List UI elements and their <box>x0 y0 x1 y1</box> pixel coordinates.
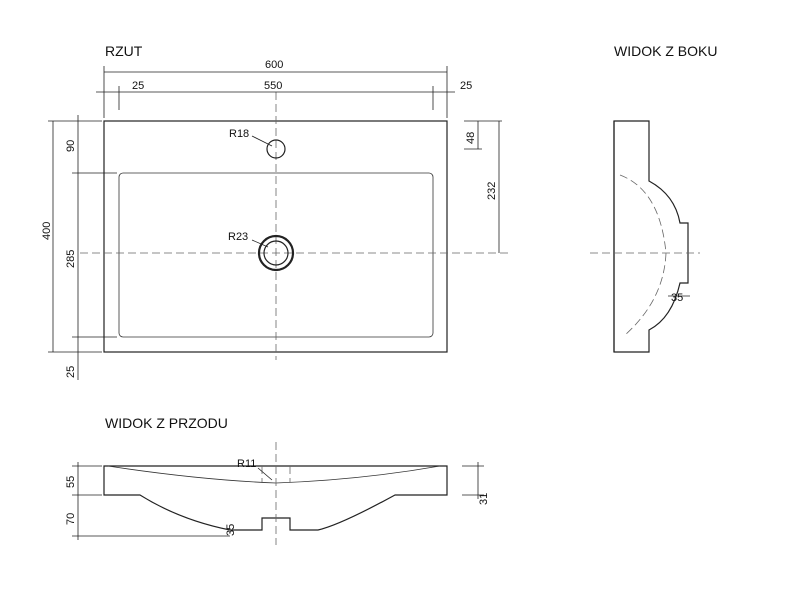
front-tap-hidden <box>261 466 291 482</box>
front-dim-55: 55 <box>65 476 77 488</box>
side-drain-dim: 35 <box>671 292 683 304</box>
dim-600: 600 <box>265 59 283 71</box>
front-tap-leader <box>257 467 273 481</box>
side-bowl-hidden <box>619 174 667 336</box>
drain-outer <box>257 234 295 272</box>
front-dim-70: 70 <box>65 513 77 525</box>
tap-radius-leader <box>251 135 273 147</box>
front-dim-35: 35 <box>225 524 237 536</box>
dim-232: 232 <box>486 182 498 200</box>
front-view-title: WIDOK Z PRZODU <box>105 415 228 431</box>
dim-400: 400 <box>41 222 53 240</box>
dim-90: 90 <box>65 140 77 152</box>
front-dim-31: 31 <box>478 493 490 505</box>
dim-285: 285 <box>65 250 77 268</box>
front-tap-radius: R11 <box>237 458 256 470</box>
tap-hole <box>266 139 286 159</box>
drain-inner <box>263 240 289 266</box>
dim-25-right: 25 <box>460 80 472 92</box>
drain-radius-label: R23 <box>228 231 248 243</box>
side-outline <box>613 120 689 353</box>
dim-25-left: 25 <box>132 80 144 92</box>
dim-550: 550 <box>264 80 282 92</box>
tap-radius-label: R18 <box>229 128 249 140</box>
drain-radius-leader <box>251 239 269 248</box>
top-view-title: RZUT <box>105 43 143 59</box>
dim-25-front: 25 <box>65 366 77 378</box>
top-outline <box>103 120 448 353</box>
front-outline <box>103 465 448 531</box>
dim-48: 48 <box>465 132 477 144</box>
front-bowl-rim <box>107 465 441 484</box>
side-view-title: WIDOK Z BOKU <box>614 43 717 59</box>
